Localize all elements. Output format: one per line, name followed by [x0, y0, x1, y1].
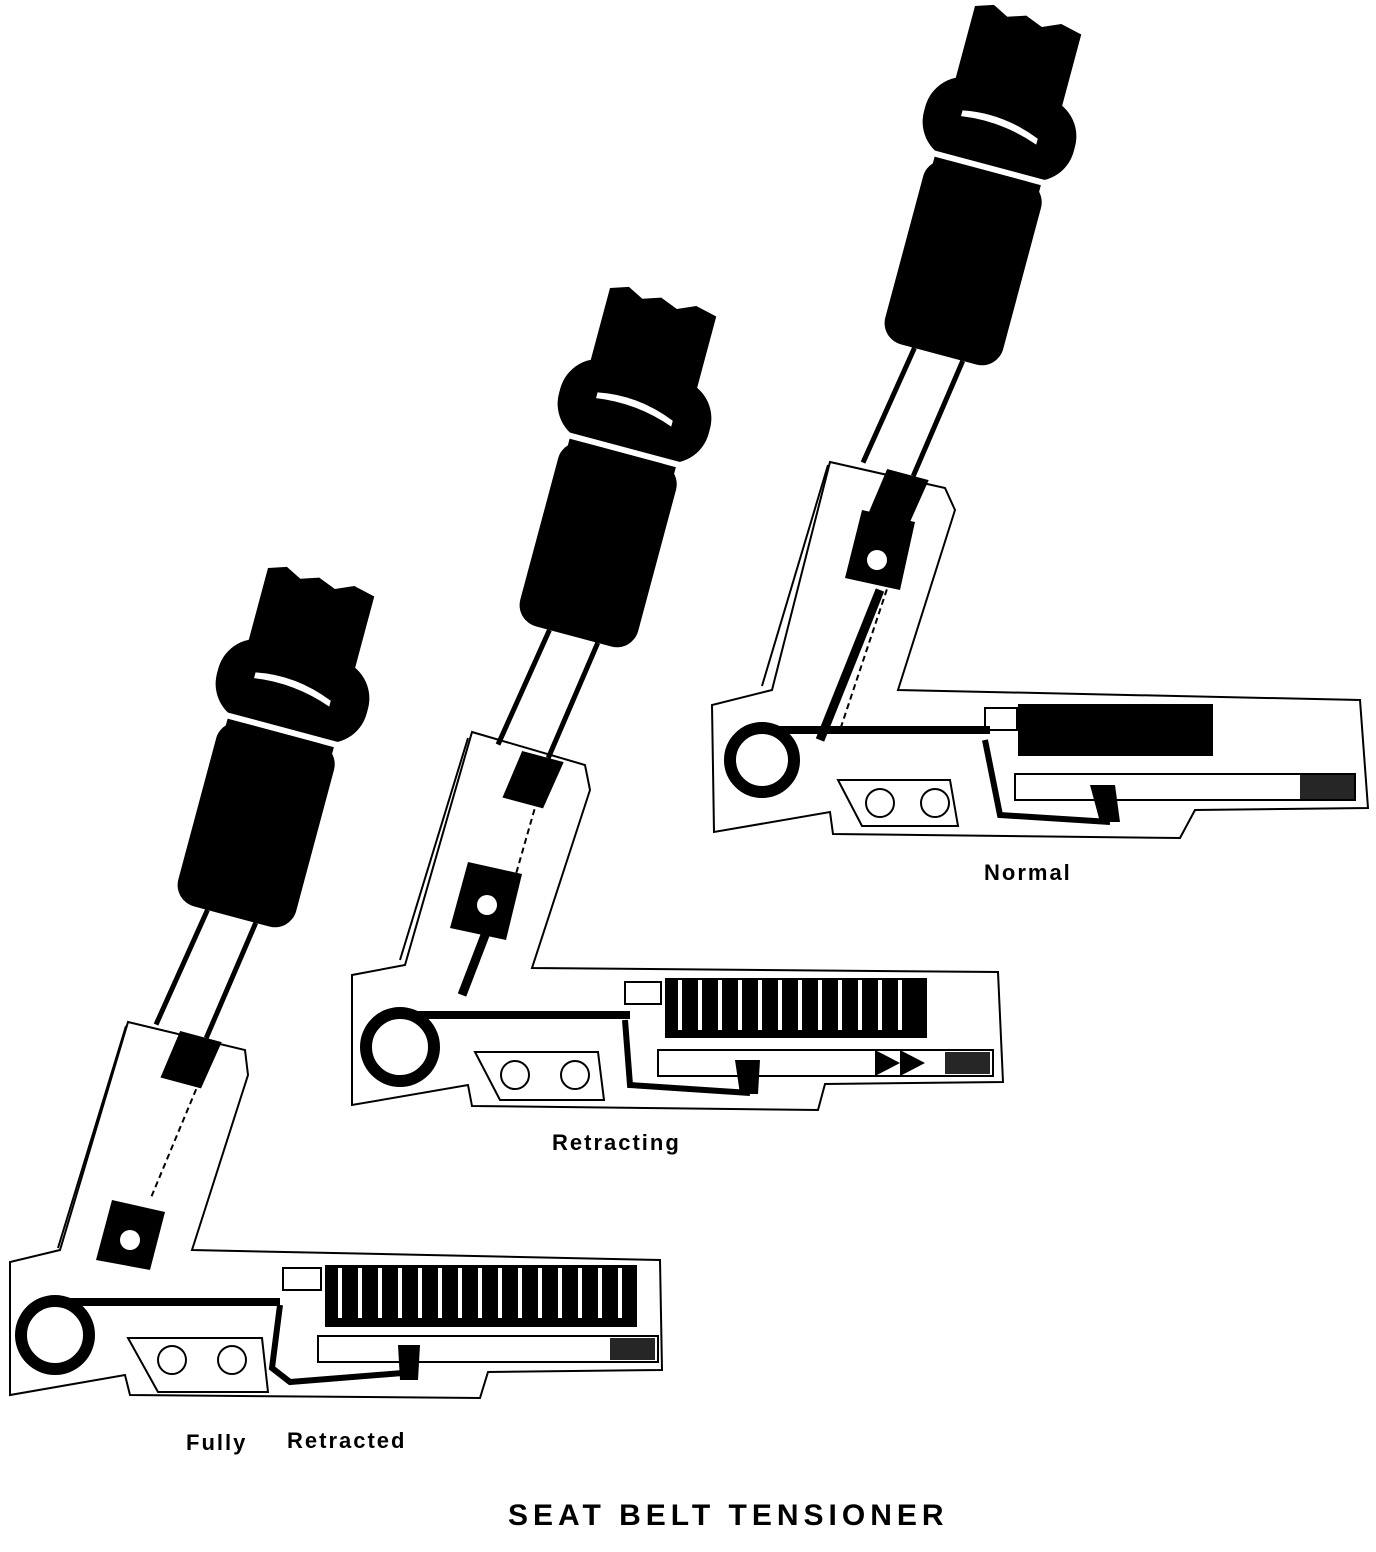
label-normal: Normal: [984, 860, 1072, 885]
stage-retracting: [351, 277, 1005, 1112]
label-fully: Fully: [186, 1430, 247, 1455]
figure-title: SEAT BELT TENSIONER: [508, 1499, 949, 1532]
label-retracting: Retracting: [552, 1130, 681, 1155]
label-retracted: Retracted: [287, 1428, 406, 1453]
stage-fully-retracted: [9, 557, 664, 1400]
stage-normal: [710, 0, 1370, 840]
